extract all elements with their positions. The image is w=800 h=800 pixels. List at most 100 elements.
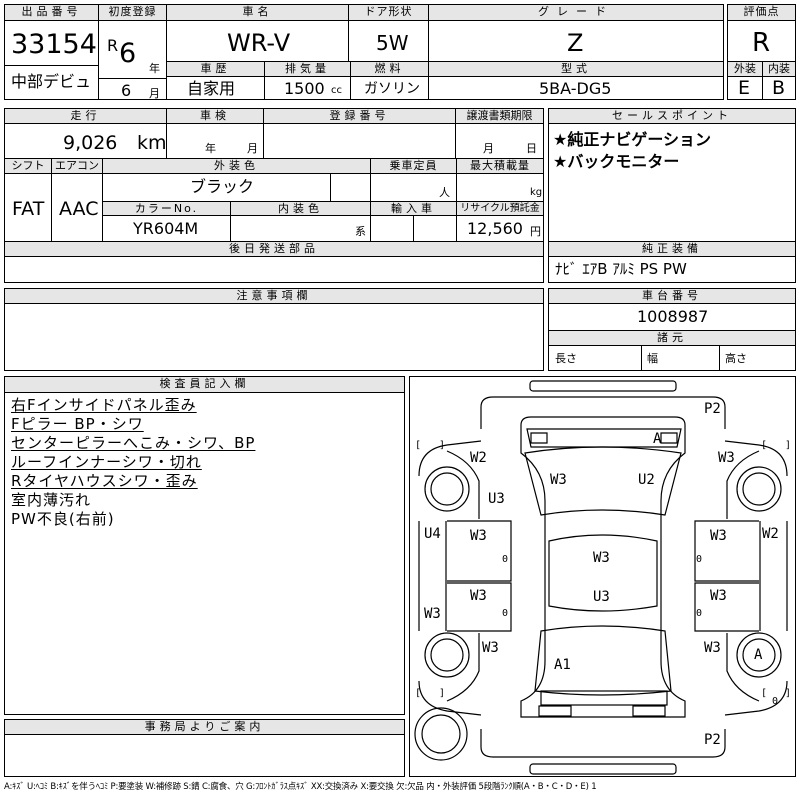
interior-score-box: 内装 B (762, 61, 796, 100)
registration-month: 6 (121, 81, 132, 100)
damage-mark-zero: 0 (696, 608, 703, 619)
legend: A:ｷｽﾞ U:ﾍｺﾐ B:ｷｽﾞを伴うﾍｺﾐ P:要塗装 W:補修跡 S:錆 … (4, 782, 597, 792)
recycle-fee: 12,560 (467, 219, 523, 238)
max-load-unit: kg (530, 187, 543, 198)
venue-name: 中部デビュ (11, 72, 92, 91)
era-mark: R (107, 36, 119, 55)
inspection-label: 車検 (167, 109, 263, 124)
damage-mark-w2-front-left: W2 (470, 450, 487, 466)
later-parts-box: 後日発送部品 (4, 241, 544, 283)
mileage: 9,026 (63, 132, 118, 154)
model: 5BA-DG5 (539, 79, 612, 98)
later-parts-label: 後日発送部品 (5, 242, 543, 257)
notes-box: 注意事項欄 (4, 288, 544, 371)
month-unit: 月 (149, 87, 160, 100)
ac-box: エアコン AAC (51, 158, 103, 242)
fuel-box: 燃料 ガソリン (350, 61, 429, 100)
interior-score-label: 内装 (763, 62, 795, 77)
exterior-score-label: 外装 (728, 62, 762, 77)
interior-color-unit: 系 (355, 225, 366, 238)
damage-mark-w3-left-rear-door: W3 (470, 588, 487, 604)
displacement: 1500 (284, 79, 325, 98)
damage-mark-w3-left-side: W3 (424, 606, 441, 622)
interior-color-label: 内装色 (231, 202, 370, 216)
car-outline (414, 380, 788, 775)
inspector-note: PW不良(右前) (11, 510, 115, 528)
mileage-label: 走行 (5, 109, 166, 124)
exterior-color-label: 外装色 (103, 159, 370, 174)
door-type: 5W (376, 31, 409, 55)
exterior-color: ブラック (190, 177, 255, 196)
damage-mark-zero: 0 (502, 608, 509, 619)
lot-number-box: 出品番号 33154 中部デビュ (4, 4, 99, 100)
dimensions-label: 諸元 (549, 330, 795, 346)
shift-label: シフト (5, 159, 51, 174)
equipment: ﾅﾋﾞ ｴｱB ｱﾙﾐ PS PW (555, 260, 687, 278)
damage-mark-p2-bottom: P2 (704, 732, 721, 748)
damage-mark-a-windshield: A (653, 431, 662, 447)
damage-mark-w2-right-door: W2 (762, 526, 779, 542)
first-registration-label: 初度登録 (99, 5, 166, 21)
max-load-label: 最大積載量 (457, 159, 543, 174)
transfer-box: 譲渡書類期限 月 日 (455, 108, 544, 159)
inspector-note: センターピラーへこみ・シワ、BP (11, 434, 256, 452)
inspector-note: Fピラー BP・シワ (11, 415, 144, 433)
interior-score: B (772, 77, 786, 99)
ac-label: エアコン (52, 159, 102, 174)
max-load-box: 最大積載量 kg (456, 158, 544, 202)
import-label: 輸入車 (371, 202, 456, 216)
color-no-label: カラーNo. (103, 202, 230, 216)
model-label: 型式 (429, 62, 723, 77)
mileage-unit: km (137, 132, 167, 154)
car-damage-diagram: [ ] [ ] [ ] [ ] P2 A W2 W3 W3 U2 U3 U4 W… (409, 376, 796, 777)
score-label: 評価点 (728, 5, 795, 21)
car-name-label: 車名 (167, 5, 348, 21)
damage-mark-u4-left: U4 (424, 526, 441, 542)
inspector-note: Rタイヤハウスシワ・歪み (11, 472, 198, 490)
capacity-label: 乗車定員 (371, 159, 456, 174)
damage-mark-w3-rear-right: W3 (704, 640, 721, 656)
damage-mark-w3-roof-left: W3 (550, 472, 567, 488)
height-label: 高さ (725, 352, 747, 365)
office-notice-box: 事務局よりご案内 (4, 719, 405, 777)
damage-mark-u3-front-left: U3 (488, 491, 505, 507)
grade: Z (567, 29, 584, 57)
door-type-label: ドア形状 (349, 5, 428, 21)
chassis-number: 1008987 (637, 307, 709, 326)
door-type-box: ドア形状 5W (348, 4, 429, 62)
inspection-box: 車検 年 月 (166, 108, 264, 159)
notes-label: 注意事項欄 (5, 289, 543, 304)
capacity-unit: 人 (439, 186, 450, 199)
damage-mark-w3-right-rear-door: W3 (710, 588, 727, 604)
damage-mark-u3-roof: U3 (593, 589, 610, 605)
sales-points-box: セールスポイント ★純正ナビゲーション ★バックモニター (548, 108, 796, 242)
inspector-note: ルーフインナーシワ・切れ (11, 453, 202, 471)
recycle-box: リサイクル預託金 12,560 円 (456, 201, 544, 242)
plate-label: 登録番号 (264, 109, 455, 124)
capacity-box: 乗車定員 人 (370, 158, 457, 202)
plate-box: 登録番号 (263, 108, 456, 159)
damage-mark-w3-center: W3 (593, 550, 610, 566)
chassis-box: 車台番号 1008987 諸元 長さ 幅 高さ (548, 288, 796, 371)
inspector-notes-box: 検査員記入欄 右Fインサイドパネル歪み Fピラー BP・シワ センターピラーへこ… (4, 376, 405, 715)
model-box: 型式 5BA-DG5 (428, 61, 724, 100)
inspector-note: 右Fインサイドパネル歪み (11, 396, 197, 414)
ac: AAC (59, 198, 99, 220)
displacement-box: 排気量 1500 cc (264, 61, 351, 100)
damage-mark-p2-top: P2 (704, 401, 721, 417)
exterior-color-box: 外装色 ブラック (102, 158, 371, 202)
inspection-year-unit: 年 (205, 142, 216, 155)
interior-color-box: 内装色 系 (230, 201, 371, 242)
sales-point: ★純正ナビゲーション (553, 130, 712, 149)
equipment-box: 純正装備 ﾅﾋﾞ ｴｱB ｱﾙﾐ PS PW (548, 241, 796, 283)
transfer-label: 譲渡書類期限 (456, 109, 543, 124)
sales-points-label: セールスポイント (549, 109, 795, 124)
inspection-month-unit: 月 (247, 142, 258, 155)
transfer-day-unit: 日 (526, 142, 537, 155)
first-registration-box: 初度登録 R 6 年 6 月 (98, 4, 167, 100)
shift-box: シフト FAT (4, 158, 52, 242)
grade-label: グレード (429, 5, 723, 21)
inspector-note: 室内薄汚れ (11, 491, 92, 509)
damage-mark-zero: 0 (772, 696, 779, 707)
car-name-box: 車名 WR-V (166, 4, 349, 62)
